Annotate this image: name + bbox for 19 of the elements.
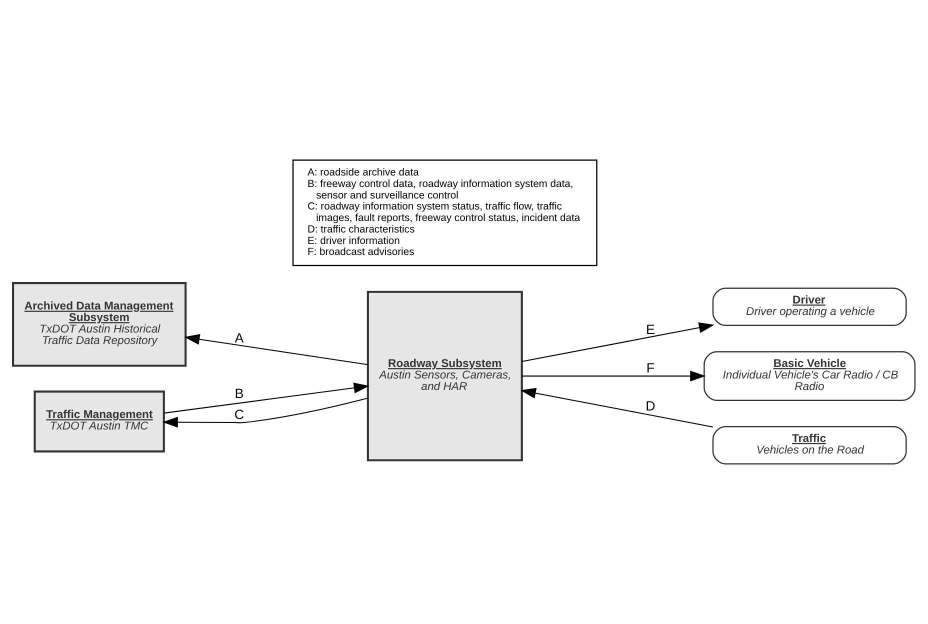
edge-label: F xyxy=(646,360,655,376)
node-box: Traffic Management TxDOT Austin TMC xyxy=(34,390,165,452)
arrow xyxy=(522,370,706,382)
edge-label: B xyxy=(234,386,244,402)
arrow xyxy=(184,334,368,366)
arrow xyxy=(520,388,713,428)
edge-label: E xyxy=(646,322,655,338)
arrow xyxy=(522,322,714,362)
edge-label: A xyxy=(234,330,244,346)
edge-label: D xyxy=(646,398,656,414)
edge-label: C xyxy=(234,406,244,422)
node-box: Traffic Vehicles on the Road xyxy=(712,426,907,464)
node-box: Driver Driver operating a vehicle xyxy=(712,288,907,326)
node-box: Archived Data Management Subsystem TxDOT Austin Historical Traffic Data Repository xyxy=(12,282,187,367)
node-box: A: roadside archive data B: freeway control data, roadway information system data, sensor and surveillance control C: roadway information system status, traffic flow, traffic images, fault reports, freeway control status, incident data D: traffic characteristics E: driver information F: broadcast advisories xyxy=(292,160,598,266)
node-box: Roadway Subsystem Austin Sensors, Cameras, and HAR xyxy=(366,290,523,462)
node-box: Basic Vehicle Individual Vehicle's Car Radio / CB Radio xyxy=(704,351,916,401)
arrow xyxy=(164,382,370,414)
arrow xyxy=(162,398,368,428)
